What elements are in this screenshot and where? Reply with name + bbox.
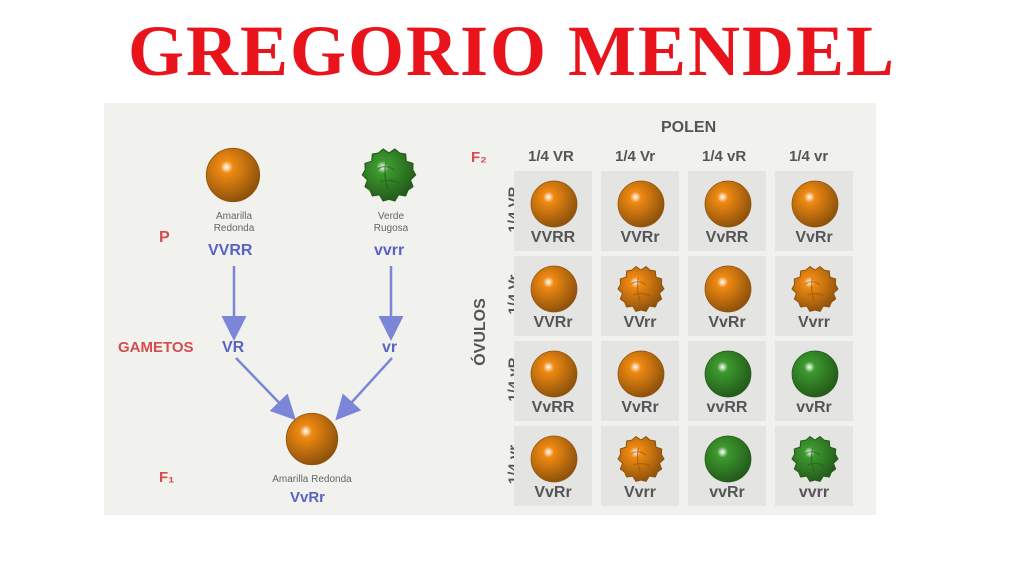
gamete1-label: VR <box>222 339 245 356</box>
punnett-cell-seed <box>790 434 840 484</box>
gamete2-label: vr <box>382 339 398 356</box>
punnett-cell: vvrr <box>775 426 853 506</box>
punnett-cell-genotype: VvRr <box>621 399 659 416</box>
punnett-cell-seed <box>790 349 840 399</box>
punnett-cell-seed <box>616 179 666 229</box>
round-pea-icon <box>704 265 752 313</box>
f1-name: Amarilla Redonda <box>272 474 352 485</box>
f2-generation-label: F₂ <box>471 149 487 166</box>
parent1-seed <box>204 146 262 204</box>
punnett-cell-genotype: Vvrr <box>623 484 657 501</box>
punnett-cell-seed <box>790 179 840 229</box>
punnett-cell-seed <box>616 434 666 484</box>
punnett-cell-genotype: VvRR <box>531 399 575 416</box>
pollen-header-0: 1/4 VR <box>528 148 574 165</box>
wrinkled-pea-icon <box>617 266 665 312</box>
round-pea-icon <box>791 180 839 228</box>
wrinkled-pea-icon <box>791 266 839 312</box>
round-pea-icon <box>704 435 752 483</box>
punnett-cell-genotype: Vvrr <box>797 314 831 331</box>
punnett-cell: VvRr <box>514 426 592 506</box>
p-generation-label: P <box>159 229 170 246</box>
punnett-cell: VvRR <box>688 171 766 251</box>
pollen-header-3: 1/4 vr <box>789 148 829 165</box>
round-pea-icon <box>530 180 578 228</box>
round-pea-icon <box>617 350 665 398</box>
punnett-cell: VvRr <box>775 171 853 251</box>
round-pea-icon <box>704 180 752 228</box>
punnett-cell-seed <box>529 179 579 229</box>
round-pea-icon <box>530 350 578 398</box>
round-pea-icon <box>617 180 665 228</box>
punnett-cell: VVRr <box>514 256 592 336</box>
punnett-cell-seed <box>703 349 753 399</box>
punnett-cell-genotype: VvRr <box>534 484 572 501</box>
arrow-gamete1-to-f1 <box>235 357 296 421</box>
punnett-cell: VVrr <box>601 256 679 336</box>
round-pea-icon <box>791 350 839 398</box>
punnett-cell-genotype: VVRR <box>530 229 576 246</box>
punnett-cell: VVRr <box>601 171 679 251</box>
punnett-cell-genotype: VvRr <box>795 229 833 246</box>
pollen-label: POLEN <box>661 119 717 136</box>
page-title: GREGORIO MENDEL <box>127 11 897 91</box>
punnett-cell-seed <box>703 264 753 314</box>
punnett-cell-genotype: VvRR <box>705 229 749 246</box>
punnett-cell-seed <box>529 349 579 399</box>
punnett-cell-seed <box>703 179 753 229</box>
parent2-genotype: vvrr <box>374 242 405 259</box>
wrinkled-pea-icon <box>617 436 665 482</box>
round-pea-icon <box>205 147 261 203</box>
punnett-grid: 1/4 VR1/4 Vr1/4 vR1/4 vr1/4 VR1/4 Vr1/4 … <box>104 103 876 515</box>
punnett-cell: vvRr <box>775 341 853 421</box>
punnett-cell: VvRr <box>601 341 679 421</box>
punnett-cell: vvRr <box>688 426 766 506</box>
punnett-cell-genotype: vvRr <box>709 484 745 501</box>
punnett-cell-seed <box>790 264 840 314</box>
punnett-cell-genotype: VVRr <box>620 229 660 246</box>
punnett-cell: Vvrr <box>775 256 853 336</box>
punnett-cell-genotype: vvRr <box>796 399 832 416</box>
punnett-cell-genotype: VVRr <box>533 314 573 331</box>
punnett-cell-genotype: vvrr <box>798 484 830 501</box>
punnett-cell-genotype: vvRR <box>706 399 748 416</box>
wrinkled-pea-icon <box>791 436 839 482</box>
f1-seed <box>284 411 340 467</box>
round-pea-icon <box>285 412 339 466</box>
punnett-cell: vvRR <box>688 341 766 421</box>
punnett-cell-seed <box>616 349 666 399</box>
pollen-header-2: 1/4 vR <box>702 148 747 165</box>
gametes-label: GAMETOS <box>118 339 194 356</box>
round-pea-icon <box>530 435 578 483</box>
parent2-seed <box>360 146 418 204</box>
round-pea-icon <box>530 265 578 313</box>
punnett-cell: Vvrr <box>601 426 679 506</box>
punnett-cell: VvRR <box>514 341 592 421</box>
punnett-cell-seed <box>703 434 753 484</box>
punnett-cell-seed <box>529 434 579 484</box>
f1-genotype: VvRr <box>290 489 326 506</box>
wrinkled-pea-icon <box>361 148 417 202</box>
parent1-genotype: VVRR <box>208 242 253 259</box>
pollen-header-1: 1/4 Vr <box>615 148 656 165</box>
punnett-cell-seed <box>529 264 579 314</box>
cross-arrows <box>221 266 404 421</box>
punnett-cell-seed <box>616 264 666 314</box>
round-pea-icon <box>704 350 752 398</box>
f1-generation-label: F₁ <box>159 469 175 486</box>
punnett-cell-genotype: VvRr <box>708 314 746 331</box>
arrow-gamete2-to-f1 <box>335 357 393 421</box>
punnett-cell: VVRR <box>514 171 592 251</box>
punnett-cell: VvRr <box>688 256 766 336</box>
punnett-cell-genotype: VVrr <box>623 314 657 331</box>
